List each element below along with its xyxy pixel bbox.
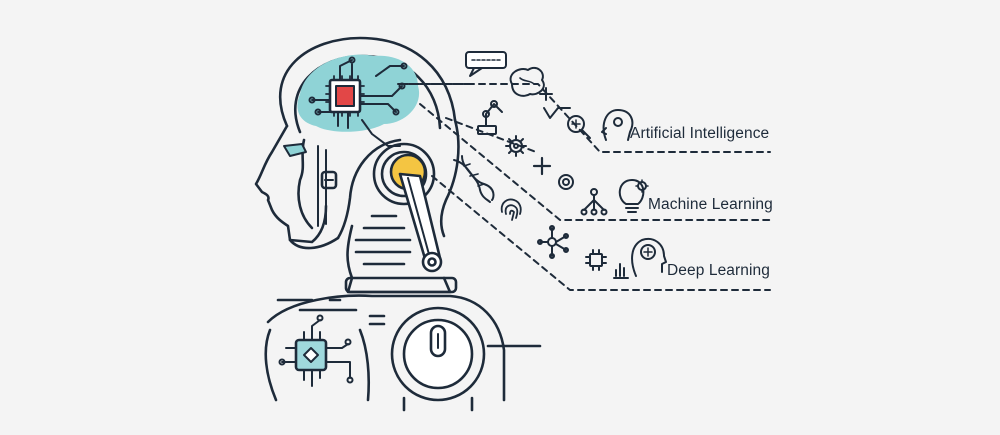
neck-collar — [344, 276, 458, 294]
head-back — [439, 118, 460, 238]
label-deep-learning: Deep Learning — [667, 262, 770, 279]
head-profile-icon — [601, 109, 634, 141]
gear-icon — [505, 135, 527, 157]
neck-outline — [346, 224, 452, 294]
ear-ring-outer — [372, 142, 436, 206]
label-artificial-intelligence: Artificial Intelligence — [630, 125, 770, 142]
face-profile — [254, 124, 328, 244]
body-outline — [266, 294, 506, 402]
network-tree-icon — [580, 188, 608, 216]
brain-icon — [509, 66, 545, 97]
head-circuit-icon — [631, 238, 667, 277]
lightbulb-gear-icon — [618, 179, 649, 213]
dashed-connectors — [397, 83, 771, 291]
fingerprint-icon — [500, 198, 522, 221]
brain-cpu-core — [335, 85, 355, 107]
eye-visor — [283, 143, 307, 157]
check-icon — [543, 107, 571, 119]
neck-stripes — [354, 214, 412, 266]
plus-icon — [539, 87, 553, 101]
label-machine-learning: Machine Learning — [648, 196, 773, 213]
speech-bubble-icon — [465, 51, 507, 77]
robot-arm-icon — [477, 100, 503, 135]
face-vent — [320, 170, 338, 190]
chest-power-inner — [402, 318, 474, 390]
chest-power-outer — [390, 306, 486, 402]
molecule-icon — [537, 225, 569, 259]
chest-power-switch — [429, 324, 447, 358]
bar-chart-icon — [613, 263, 629, 279]
refresh-icon — [558, 174, 574, 190]
helmet-outline — [278, 36, 457, 128]
brain-circuit — [308, 56, 408, 129]
plus-icon — [532, 156, 552, 176]
magnifier-icon — [567, 115, 591, 139]
microchip-icon — [585, 249, 607, 271]
dna-icon — [453, 155, 495, 203]
left-body — [264, 328, 278, 402]
